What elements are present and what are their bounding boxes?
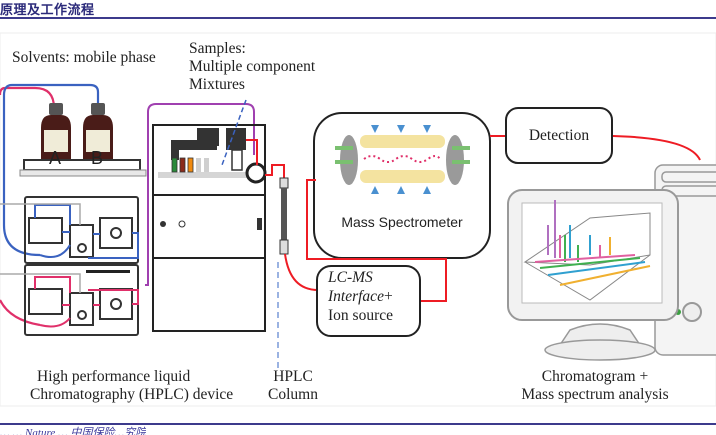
analysis-line-1: Chromatogram + [541,368,649,385]
interface-box [316,265,421,337]
lcms-workflow-diagram [0,32,716,407]
solvent-a-tubing [0,86,56,327]
interface-line-1: LC-MS [328,269,373,286]
samples-line-2: Multiple component [189,58,316,75]
analysis-line-2: Mass spectrum analysis [521,386,669,403]
solvent-b-tubing [2,83,100,257]
interface-line-3: Ion source [328,307,393,324]
interface-line-2: Interface [328,288,384,305]
hplc-column-icon [279,177,289,255]
pump-module-lower [24,264,139,336]
figure-frame [0,32,716,407]
footer-credit: … … Nature … 中国保险…究院 [0,427,147,435]
mass-spectrometer-box [313,112,491,259]
ion-trap-icon [335,125,470,194]
monitor-icon [507,189,679,361]
hplc-line-2: Chromatography (HPLC) device [30,386,234,403]
bottle-a-icon [41,103,71,168]
detection-box [505,107,613,164]
bottle-b-label: B [91,148,104,168]
column-line-2: Column [268,386,318,403]
sample-tubing [145,103,255,286]
detection-label: Detection [528,127,590,144]
injector-arm-icon [171,128,246,171]
sample-tray [158,172,258,178]
mixer-icon [86,270,130,273]
mass-spectrometer-label: Mass Spectrometer [341,214,463,230]
slide-header: 原理及工作流程 [0,0,716,19]
slide-title: 原理及工作流程 [0,3,95,18]
sample-vials-icon [171,157,209,173]
autosampler-icon [152,124,266,332]
injection-valve-icon [245,162,267,184]
column-line-1: HPLC [273,368,313,385]
samples-line-3: Mixtures [189,76,245,93]
solvents-label: Solvents: mobile phase [12,49,156,66]
knob-icon [160,221,166,227]
bottle-b-icon [83,103,113,168]
samples-line-1: Samples: [189,40,246,57]
pump-module-upper [24,196,139,264]
footer-divider [0,423,716,425]
hplc-line-1: High performance liquid [37,368,191,385]
header-divider [0,17,716,19]
interface-plus: + [383,288,393,305]
bottle-a-label: A [49,148,62,168]
chromatogram-3d-plot [523,200,651,301]
